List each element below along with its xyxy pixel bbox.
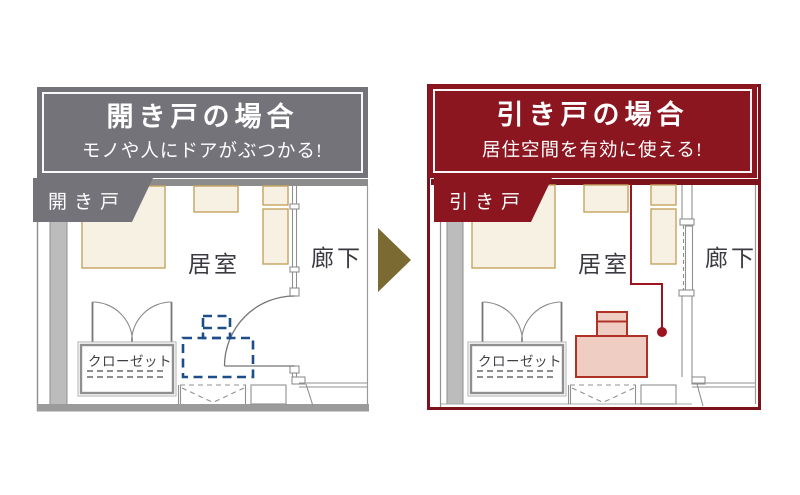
- left-header-subtitle: モノや人にドアがぶつかる!: [81, 142, 324, 163]
- right-closet-label: クローゼット: [478, 354, 562, 369]
- right-tag: 引き戸: [434, 178, 552, 222]
- left-tag: 開き戸: [33, 178, 153, 222]
- indicator-dot: [657, 327, 667, 337]
- right-header-subtitle: 居住空間を有効に使える!: [481, 140, 704, 161]
- right-floorplan: 居室 廊下 クローゼット: [427, 84, 761, 410]
- collision-desk-outline: [181, 314, 255, 379]
- right-header-title: 引き戸の場合: [496, 100, 689, 131]
- right-corridor-wall: [678, 185, 755, 407]
- hinged-door-swing: [223, 295, 295, 367]
- right-tag-label: 引き戸: [449, 191, 528, 213]
- left-closet: [77, 301, 177, 397]
- left-floorplan: 居室 廊下 クローゼット: [36, 179, 369, 412]
- left-bottom-wall: [37, 404, 369, 412]
- left-corridor-wall: [289, 186, 367, 407]
- right-room-label: 居室: [578, 252, 630, 277]
- table: [193, 185, 239, 213]
- right-corridor-label: 廊下: [705, 246, 757, 271]
- sliding-door-panel: [684, 225, 694, 294]
- right-entry: [567, 384, 677, 405]
- shelf-lower: [650, 208, 677, 265]
- table: [583, 184, 629, 213]
- right-top-wall: [431, 179, 758, 185]
- shelf-lower: [262, 208, 289, 265]
- right-header: 引き戸の場合 居住空間を有効に使える!: [428, 84, 757, 178]
- left-furniture: [81, 185, 289, 269]
- left-header: 開き戸の場合 モノや人にドアがぶつかる!: [37, 87, 368, 178]
- right-closet: [467, 301, 567, 397]
- left-corridor-label: 廊下: [311, 246, 363, 271]
- shelf-upper: [262, 185, 289, 206]
- left-top-wall: [37, 179, 368, 186]
- highlight-desk: [575, 311, 648, 378]
- shelf-upper: [650, 184, 677, 206]
- left-header-title: 開き戸の場合: [106, 101, 299, 132]
- arrow-right-icon: [378, 228, 411, 292]
- left-room-label: 居室: [188, 252, 240, 277]
- left-entry: [177, 384, 287, 405]
- left-tag-label: 開き戸: [48, 191, 127, 213]
- sliding-door-indicator: [630, 184, 667, 337]
- left-closet-label: クローゼット: [88, 354, 172, 369]
